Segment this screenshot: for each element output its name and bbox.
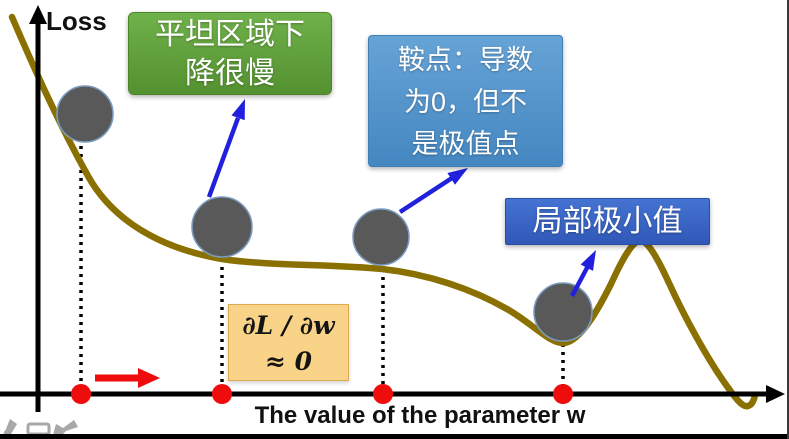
- y-axis-arrowhead-icon: [29, 5, 47, 24]
- step-arrow-icon: [138, 368, 160, 388]
- ball-3: [352, 208, 410, 266]
- y-axis-label: Loss: [46, 6, 107, 36]
- callout-flat-region: 平坦区域下 降很慢: [128, 12, 332, 95]
- flat-region-arrow-icon: [231, 99, 245, 121]
- ball-1: [56, 85, 114, 143]
- pencil-icon[interactable]: [4, 419, 17, 434]
- ball-4: [533, 282, 593, 342]
- saddle-arrow-shaft: [398, 176, 454, 214]
- w-marker-1: [71, 384, 91, 404]
- x-axis-label: The value of the parameter w: [254, 402, 586, 429]
- local-min-arrow-icon: [580, 250, 596, 271]
- gradient-formula-line1: ∂L / ∂w: [242, 311, 335, 340]
- loss-curve: [8, 13, 759, 410]
- x-axis-arrowhead-icon: [766, 385, 785, 403]
- gradient-formula-line2: ≈ 0: [264, 347, 313, 376]
- gradient-formula-box: ∂L / ∂w ≈ 0: [228, 304, 349, 381]
- highlighter-icon[interactable]: [26, 422, 51, 436]
- slide-bottom-border: [0, 434, 787, 439]
- forward-arrow-icon[interactable]: [53, 420, 78, 437]
- callout-saddle-line2: 为0，但不: [403, 87, 528, 117]
- callout-local-minimum: 局部极小值: [505, 198, 710, 245]
- ball-2: [191, 196, 253, 258]
- callout-local-minimum-line1: 局部极小值: [532, 205, 683, 238]
- saddle-arrow-icon: [447, 168, 468, 185]
- w-marker-4: [553, 384, 573, 404]
- w-marker-2: [212, 384, 232, 404]
- local-min-arrow-shaft: [570, 264, 590, 298]
- callout-saddle-line3: 是极值点: [411, 129, 520, 159]
- callout-saddle-point: 鞍点：导数 为0，但不 是极值点: [368, 35, 563, 167]
- flat-region-arrow-shaft: [206, 117, 241, 198]
- callout-flat-region-line2: 降很慢: [185, 57, 275, 90]
- w-marker-3: [373, 384, 393, 404]
- callout-saddle-line1: 鞍点：导数: [398, 45, 533, 75]
- callout-flat-region-line1: 平坦区域下: [155, 18, 305, 51]
